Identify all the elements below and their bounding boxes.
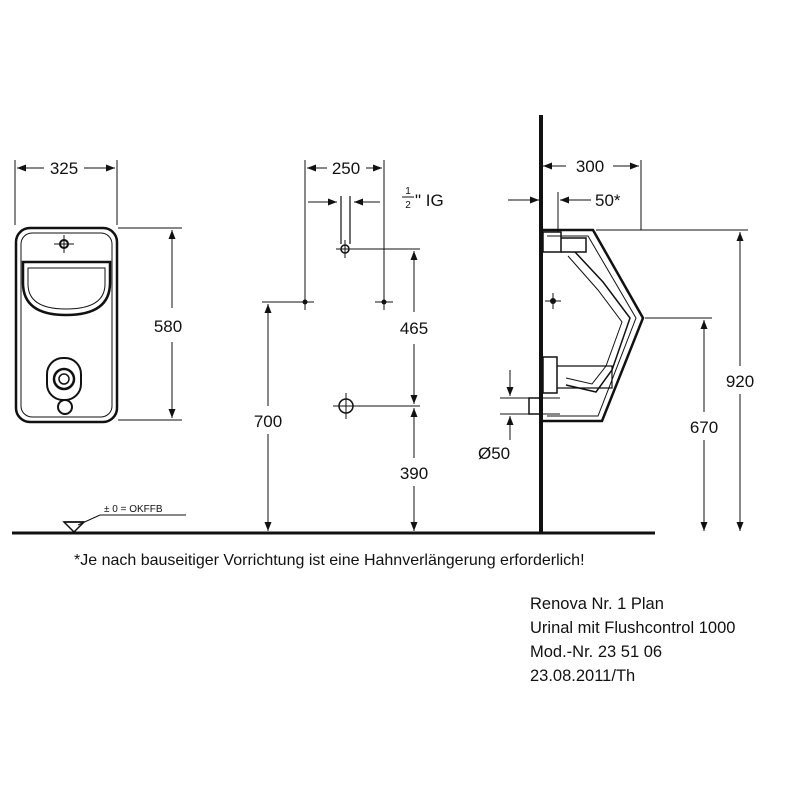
title-line-3: Mod.-Nr. 23 51 06 <box>530 643 663 661</box>
floor-reference: ± 0 = OKFFB <box>62 504 186 534</box>
inlet-valve <box>542 231 562 253</box>
install-lower-dim: 390 <box>400 464 428 483</box>
install-upper-dim: 465 <box>400 319 428 338</box>
side-drain-pipe <box>528 397 542 415</box>
urinal-front-body <box>14 226 119 424</box>
title-line-2: Urinal mit Flushcontrol 1000 <box>530 619 736 637</box>
urinal-bowl-opening <box>21 260 112 317</box>
drain-diameter-dim: Ø50 <box>478 444 510 463</box>
flushcontrol-sensor <box>46 357 82 401</box>
front-height-dim: 580 <box>154 317 182 336</box>
pipe-label-den: 2 <box>405 200 411 211</box>
pipe-label-num: 1 <box>405 186 411 197</box>
title-line-1: Renova Nr. 1 Plan <box>530 595 664 613</box>
install-width-dim: 250 <box>332 159 360 178</box>
side-lower-dim: 670 <box>690 418 718 437</box>
side-total-dim: 920 <box>726 372 754 391</box>
bowl-inner <box>565 251 631 393</box>
floor-label: ± 0 = OKFFB <box>104 504 163 515</box>
side-tap-dim: 50* <box>595 191 621 210</box>
side-view: 300 50* Ø50 670 <box>478 157 754 531</box>
side-depth-dim: 300 <box>576 157 604 176</box>
installation-view: 250 1 2 " IG 465 390 <box>254 159 444 531</box>
title-line-4: 23.08.2011/Th <box>530 667 636 685</box>
drain-outlet <box>57 399 73 415</box>
front-view: 325 580 <box>14 159 182 424</box>
flushcontrol-housing <box>542 356 558 394</box>
pipe-label-suffix: " IG <box>415 191 444 210</box>
urinal-side-profile <box>543 228 645 423</box>
footnote: *Je nach bauseitiger Vorrichtung ist ein… <box>74 552 585 569</box>
front-width-dim: 325 <box>50 159 78 178</box>
title-block: Renova Nr. 1 Plan Urinal mit Flushcontro… <box>530 592 735 688</box>
install-total-dim: 700 <box>254 412 282 431</box>
